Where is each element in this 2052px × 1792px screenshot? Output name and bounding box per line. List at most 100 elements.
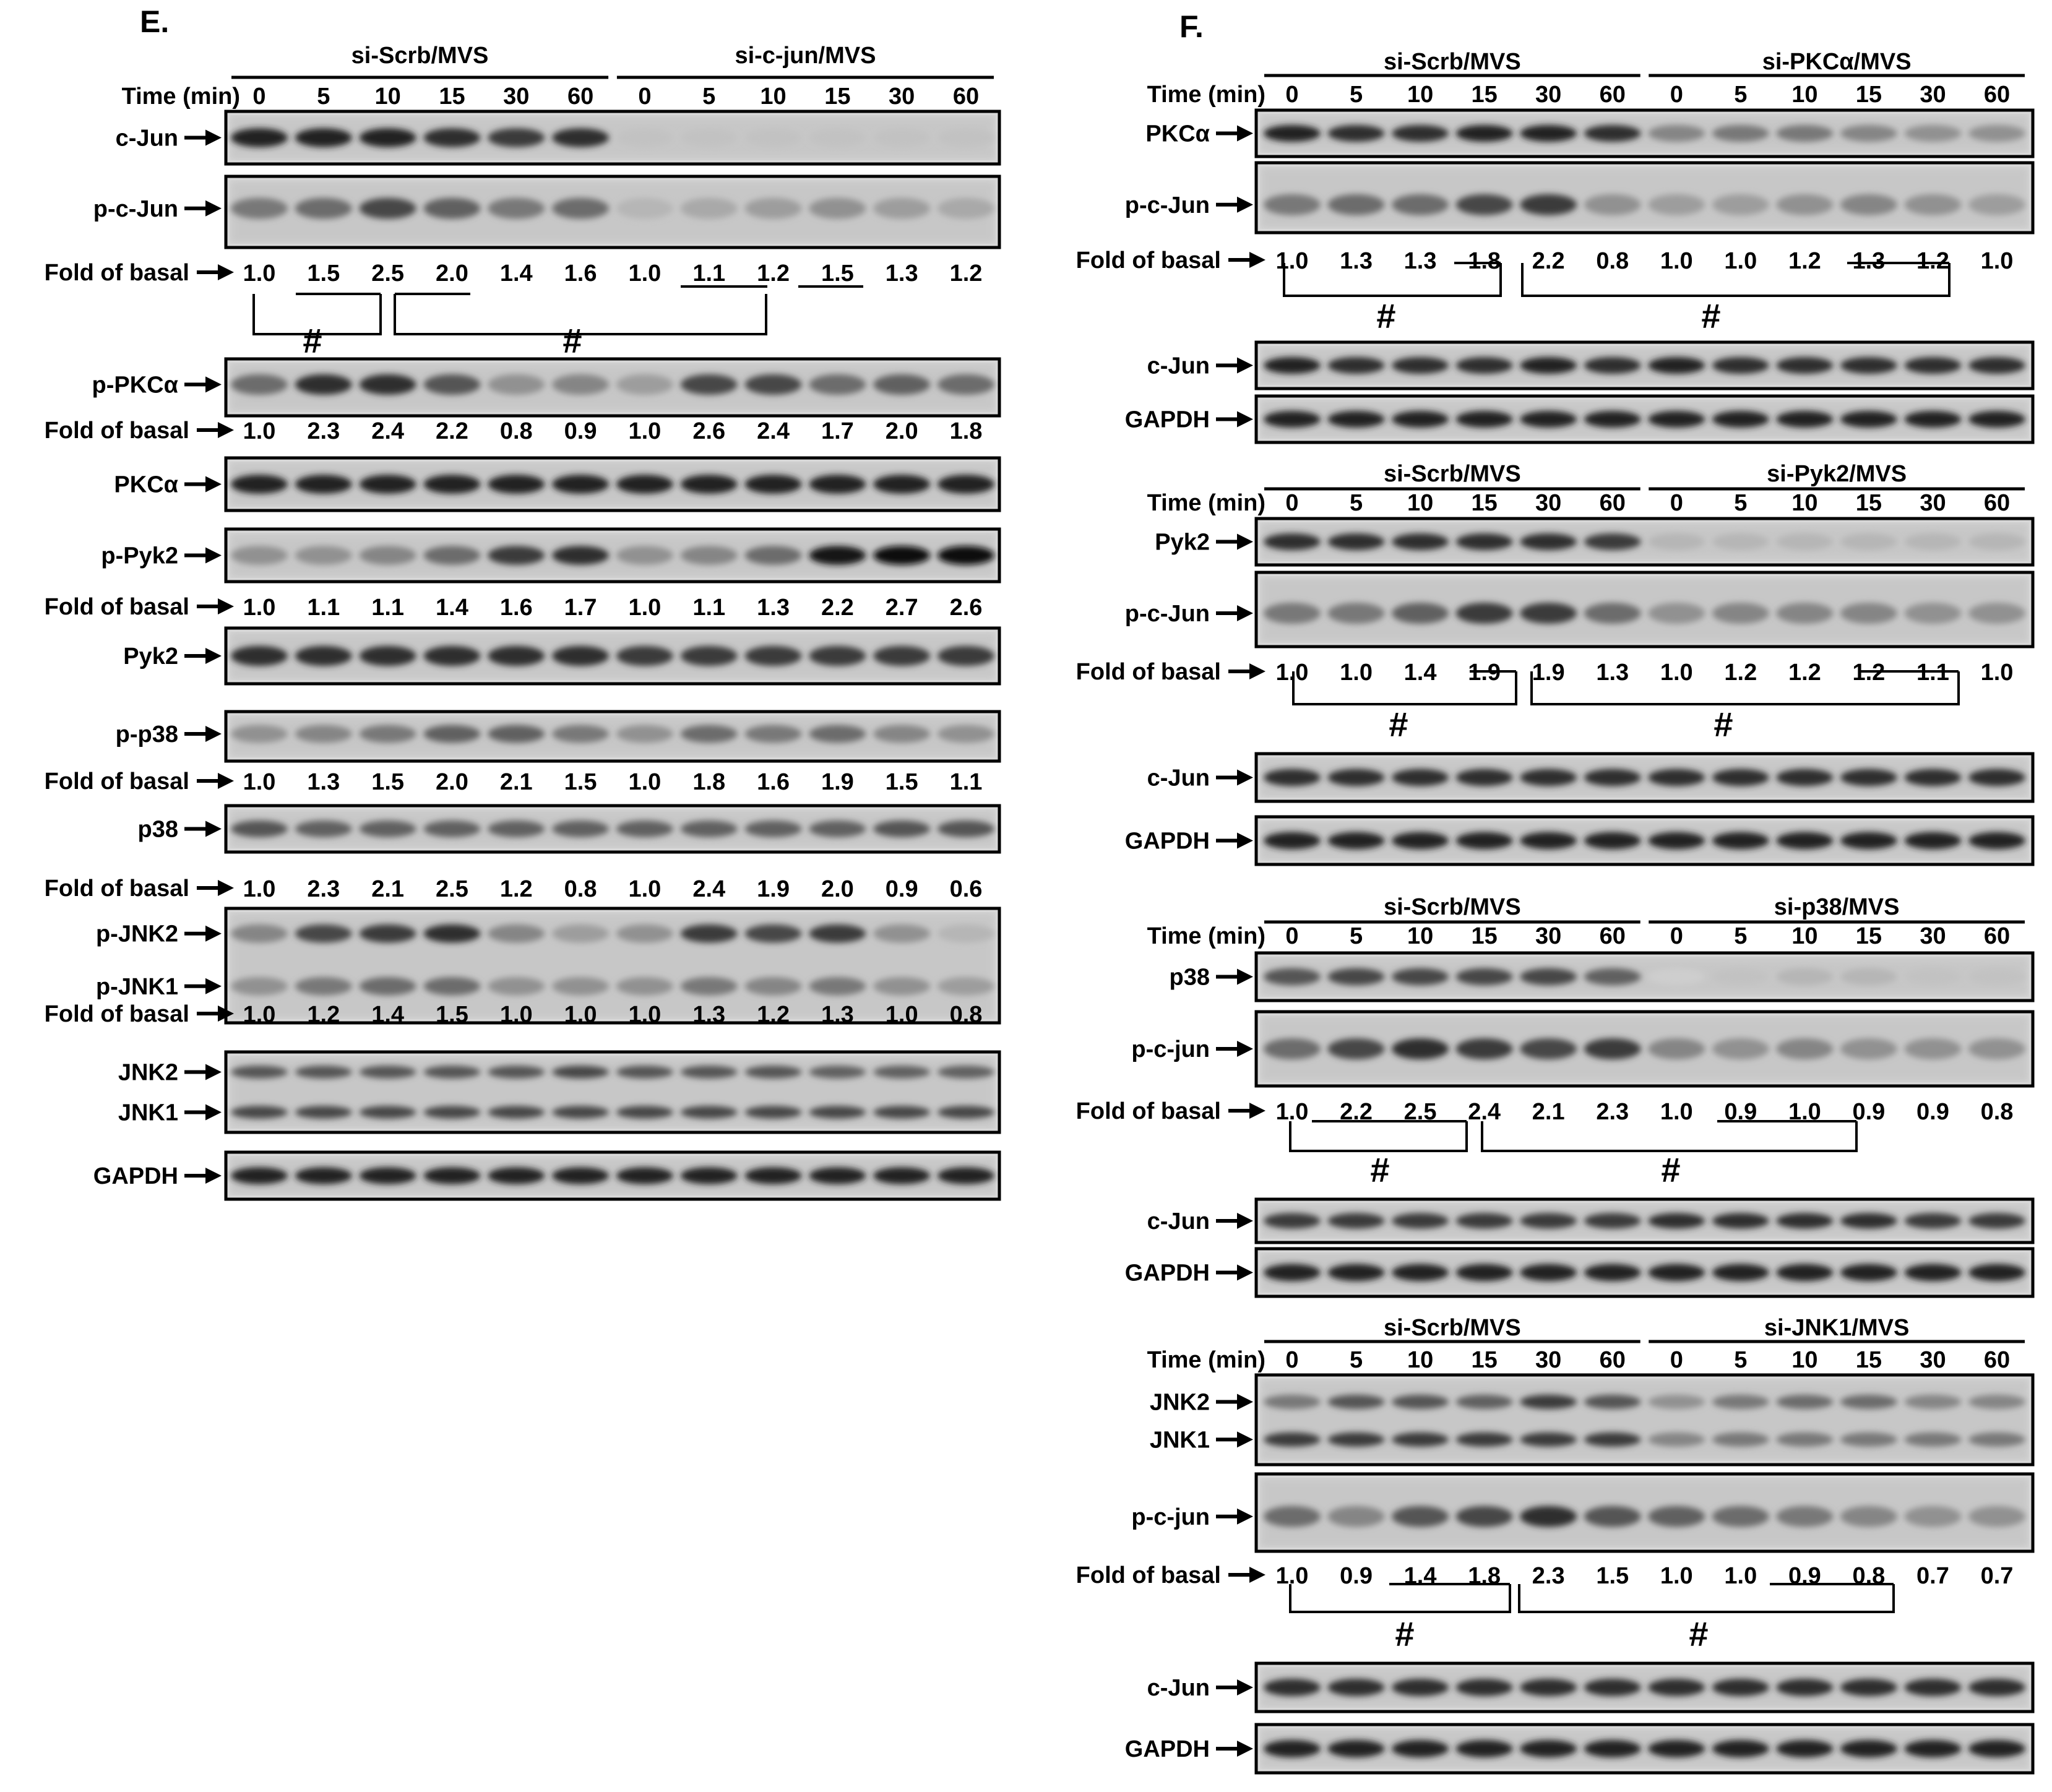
protein-label: GAPDH xyxy=(1125,1260,1210,1286)
fold-value: 1.0 xyxy=(628,769,661,795)
band xyxy=(1392,769,1449,786)
protein-label: c-Jun xyxy=(1147,353,1210,379)
fold-value: 0.8 xyxy=(564,876,597,902)
band xyxy=(744,645,802,666)
arrow-icon xyxy=(1216,832,1253,849)
band xyxy=(873,128,931,147)
band xyxy=(1968,1213,2025,1229)
fold-value: 1.0 xyxy=(1724,248,1757,274)
band xyxy=(1392,1432,1449,1447)
time-point: 15 xyxy=(1471,1347,1497,1373)
time-point: 30 xyxy=(1535,490,1561,516)
band xyxy=(1327,125,1385,142)
time-point: 60 xyxy=(1984,82,2010,108)
band xyxy=(231,546,288,565)
band xyxy=(552,475,610,494)
blot-border xyxy=(1254,951,2035,1002)
time-point: 0 xyxy=(638,84,651,110)
significance-annotations: ## xyxy=(1289,1583,1895,1653)
significance-hash: # xyxy=(1714,705,1733,744)
band xyxy=(1968,1506,2025,1527)
band xyxy=(1327,194,1385,215)
time-point: 60 xyxy=(1600,923,1626,949)
time-point: 10 xyxy=(1407,82,1433,108)
significance-hash: # xyxy=(1689,1614,1708,1653)
blot-border xyxy=(1254,1197,2035,1244)
band xyxy=(1904,411,1962,428)
fold-value: 1.2 xyxy=(1788,660,1821,686)
band xyxy=(488,1106,545,1119)
band xyxy=(1520,603,1577,624)
fold-value: 0.9 xyxy=(1916,1099,1949,1125)
blot-row: c-Jun xyxy=(1147,1197,2035,1244)
band xyxy=(1520,1213,1577,1229)
fold-value: 1.3 xyxy=(1852,248,1885,274)
time-point: 0 xyxy=(252,84,265,110)
fold-value: 1.3 xyxy=(1596,660,1629,686)
significance-bracket xyxy=(1518,1584,1895,1613)
fold-of-basal-label: Fold of basal xyxy=(1076,1562,1221,1588)
band xyxy=(1327,1264,1385,1282)
blot-border xyxy=(224,527,1001,584)
panel-label: F. xyxy=(1179,9,1204,44)
band xyxy=(359,475,416,494)
band xyxy=(1520,1432,1577,1447)
band xyxy=(488,924,545,943)
fold-value: 2.1 xyxy=(500,769,533,795)
fold-value: 1.0 xyxy=(1981,660,2014,686)
fold-value: 0.8 xyxy=(1981,1099,2014,1125)
band xyxy=(231,475,288,494)
fold-value: 1.4 xyxy=(371,1002,404,1028)
band xyxy=(1840,968,1897,986)
time-point: 0 xyxy=(1285,1347,1298,1373)
fold-value: 0.8 xyxy=(500,418,533,444)
fold-value: 1.5 xyxy=(886,769,918,795)
fold-value: 1.8 xyxy=(692,769,725,795)
band xyxy=(423,1167,481,1184)
band xyxy=(1584,968,1641,986)
band xyxy=(1264,1394,1321,1410)
band xyxy=(1776,1038,1834,1059)
band xyxy=(616,645,673,666)
protein-label: PKCα xyxy=(1145,121,1210,147)
band xyxy=(1776,357,1834,374)
arrow-icon xyxy=(184,376,222,393)
band xyxy=(1264,533,1321,550)
band xyxy=(488,645,545,666)
band xyxy=(616,128,673,147)
band xyxy=(1968,194,2025,215)
fold-of-basal-label: Fold of basal xyxy=(45,769,189,795)
band xyxy=(1840,1506,1897,1527)
fold-value: 1.0 xyxy=(628,1002,661,1028)
fold-value: 1.2 xyxy=(1916,248,1949,274)
band xyxy=(873,374,931,395)
band xyxy=(1264,1213,1321,1229)
band xyxy=(1712,1213,1769,1229)
band xyxy=(1712,1739,1769,1758)
protein-label: JNK2 xyxy=(1150,1390,1210,1416)
significance-hash: # xyxy=(303,321,322,360)
band xyxy=(552,1106,610,1119)
band xyxy=(1455,1678,1513,1697)
time-axis-label: Time (min) xyxy=(1147,490,1265,516)
band xyxy=(295,1106,352,1119)
fold-value: 2.1 xyxy=(371,876,404,902)
arrow-icon xyxy=(1216,605,1253,621)
protein-label: c-Jun xyxy=(1147,765,1210,791)
band xyxy=(359,821,416,837)
fold-value: 1.0 xyxy=(1724,1563,1757,1589)
blot-row: c-Jun xyxy=(1147,1661,2035,1713)
fold-value: 1.1 xyxy=(692,595,725,621)
blot-border xyxy=(1254,161,2035,235)
band xyxy=(231,1066,288,1079)
band xyxy=(1968,1394,2025,1410)
band xyxy=(1648,1432,1705,1447)
fold-value: 1.5 xyxy=(1596,1563,1629,1589)
fold-of-basal-label: Fold of basal xyxy=(45,418,189,444)
arrow-icon xyxy=(1216,968,1253,985)
blot-border xyxy=(224,1050,1001,1134)
band xyxy=(1648,533,1705,550)
band xyxy=(1840,769,1897,786)
fold-value: 2.7 xyxy=(886,595,918,621)
